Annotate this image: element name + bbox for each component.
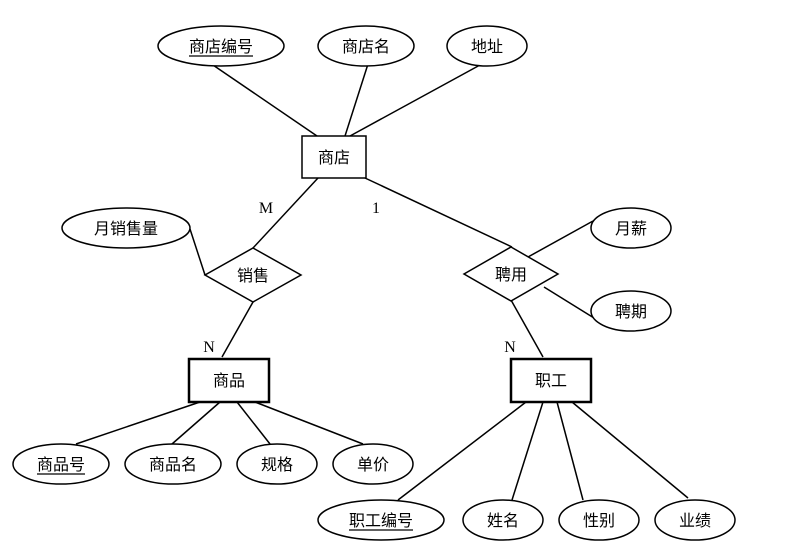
attribute-monthly-salary: 月薪: [590, 207, 672, 249]
attribute-spec-label: 规格: [261, 455, 293, 474]
attribute-store-no: 商店编号: [157, 25, 285, 67]
attribute-performance-label: 业绩: [679, 511, 711, 530]
attribute-product-no: 商品号: [12, 443, 110, 485]
entity-store-label: 商店: [318, 148, 350, 167]
entity-employee: 职工: [509, 357, 593, 404]
attribute-employee-no: 职工编号: [317, 499, 445, 541]
attribute-store-no-label: 商店编号: [189, 37, 253, 56]
entity-store: 商店: [301, 135, 367, 179]
cardinality-sales-product: N: [203, 339, 215, 356]
attribute-unit-price-label: 单价: [357, 455, 389, 474]
attribute-gender: 性别: [558, 499, 640, 541]
attribute-product-no-label: 商品号: [37, 455, 85, 474]
attribute-name-label: 姓名: [487, 511, 519, 530]
attribute-unit-price: 单价: [332, 443, 414, 485]
attribute-product-name-label: 商品名: [149, 455, 197, 474]
relationship-sales-label: 销售: [237, 266, 269, 285]
connector-lines: [75, 62, 689, 501]
attribute-store-name: 商店名: [317, 25, 415, 67]
attribute-employee-no-label: 职工编号: [349, 511, 413, 530]
entity-product: 商品: [187, 357, 271, 404]
relationship-hire: 聘用: [462, 246, 560, 302]
attribute-monthly-salary-label: 月薪: [615, 219, 647, 238]
attribute-monthly-sales: 月销售量: [61, 207, 191, 249]
attribute-hire-period-label: 聘期: [615, 302, 647, 321]
attribute-name: 姓名: [462, 499, 544, 541]
attribute-store-name-label: 商店名: [342, 37, 390, 56]
relationship-hire-label: 聘用: [495, 265, 527, 284]
entity-product-label: 商品: [213, 371, 245, 390]
entity-employee-label: 职工: [535, 371, 567, 390]
attribute-product-name: 商品名: [124, 443, 222, 485]
cardinality-hire-employee: N: [504, 339, 516, 356]
attribute-monthly-sales-label: 月销售量: [94, 219, 158, 238]
cardinality-hire-store: 1: [372, 200, 380, 217]
attribute-address-label: 地址: [471, 37, 503, 56]
attribute-address: 地址: [446, 25, 528, 67]
attribute-spec: 规格: [236, 443, 318, 485]
relationship-sales: 销售: [203, 247, 303, 303]
attribute-performance: 业绩: [654, 499, 736, 541]
attribute-hire-period: 聘期: [590, 290, 672, 332]
attribute-gender-label: 性别: [583, 511, 615, 530]
cardinality-sales-store: M: [259, 200, 273, 217]
